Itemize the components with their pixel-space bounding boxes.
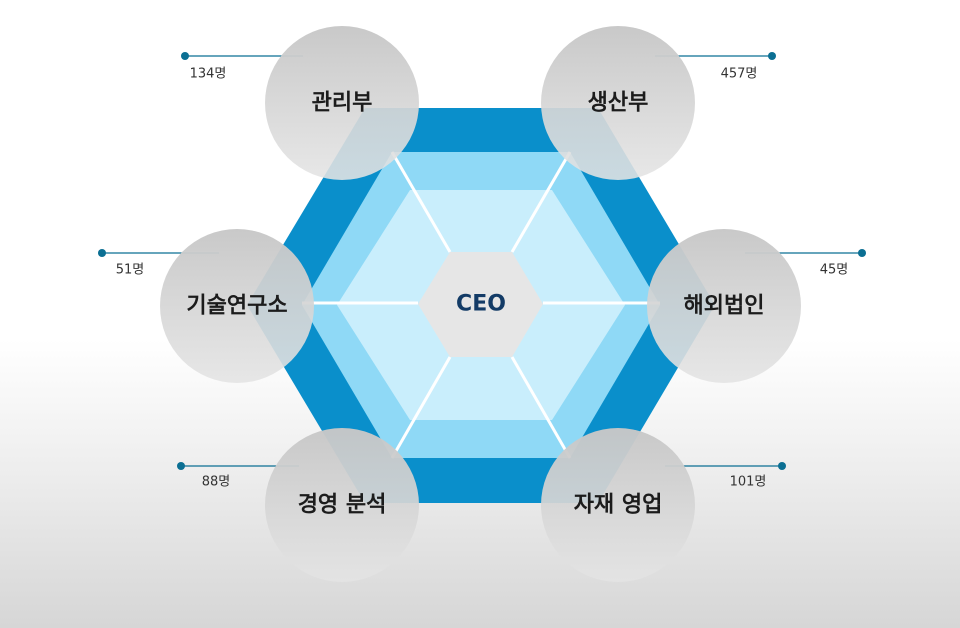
- spoke-top-right: [510, 151, 572, 253]
- ceo-label: CEO: [456, 292, 506, 317]
- headcount-materials-sales: 101명: [730, 475, 767, 490]
- leader-dot-rnd: [98, 249, 106, 257]
- department-node-overseas[interactable]: 해외법인: [647, 229, 801, 383]
- leader-dots: [98, 52, 866, 470]
- department-node-analysis[interactable]: 경영 분석: [265, 428, 419, 582]
- department-circle: [541, 26, 695, 180]
- department-circle: [541, 428, 695, 582]
- headcount-overseas: 45명: [820, 263, 849, 278]
- headcount-analysis: 88명: [202, 475, 231, 490]
- leader-dot-overseas: [858, 249, 866, 257]
- department-circle: [265, 428, 419, 582]
- department-circle: [647, 229, 801, 383]
- leader-dot-analysis: [177, 462, 185, 470]
- leader-dot-management: [181, 52, 189, 60]
- spoke-top-left: [390, 151, 452, 253]
- spoke-bottom-left: [390, 356, 452, 459]
- leader-dot-production: [768, 52, 776, 60]
- headcount-management: 134명: [190, 67, 227, 82]
- headcount-rnd: 51명: [116, 263, 145, 278]
- department-name: 경영 분석: [298, 493, 387, 518]
- department-node-production[interactable]: 생산부: [541, 26, 695, 180]
- department-node-management[interactable]: 관리부: [265, 26, 419, 180]
- department-node-rnd[interactable]: 기술연구소: [160, 229, 314, 383]
- department-node-materials-sales[interactable]: 자재 영업: [541, 428, 695, 582]
- leader-dot-materials-sales: [778, 462, 786, 470]
- department-circle: [160, 229, 314, 383]
- ceo-node[interactable]: CEO: [418, 252, 543, 357]
- department-name: 생산부: [588, 91, 649, 116]
- spoke-bottom-right: [510, 356, 572, 459]
- department-circle: [265, 26, 419, 180]
- department-name: 해외법인: [684, 294, 765, 319]
- department-name: 기술연구소: [186, 294, 287, 319]
- ceo-hexagon: [418, 252, 543, 357]
- spokes: [302, 151, 660, 459]
- headcount-production: 457명: [721, 67, 758, 82]
- department-name: 관리부: [312, 91, 373, 116]
- department-name: 자재 영업: [574, 493, 663, 518]
